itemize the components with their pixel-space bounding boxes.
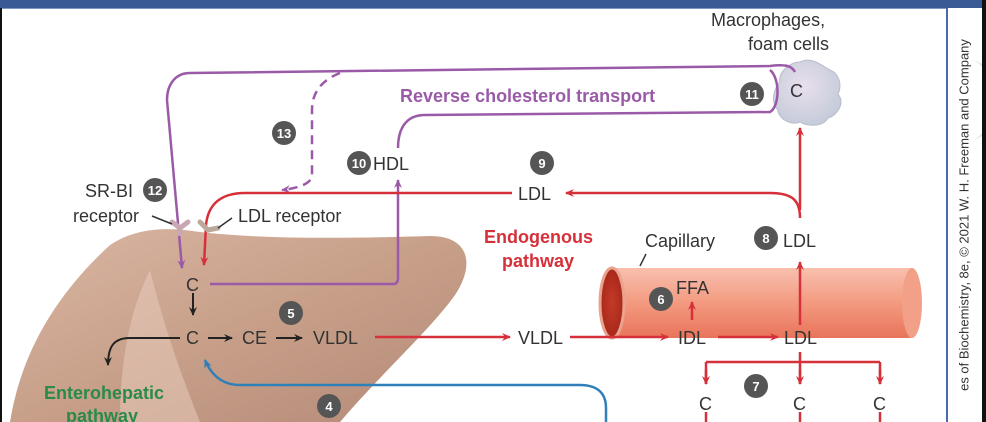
lipoprotein-diagram: C Reverse cholesterol transport Macropha…	[10, 10, 922, 422]
svg-text:13: 13	[277, 126, 291, 141]
ldl-receptor-icon	[197, 219, 221, 233]
copyright-credit: es of Biochemistry, 8e, © 2021 W. H. Fre…	[946, 8, 982, 422]
svg-text:5: 5	[287, 306, 294, 321]
credit-text: es of Biochemistry, 8e, © 2021 W. H. Fre…	[956, 39, 972, 391]
hdl-label: HDL	[373, 154, 409, 174]
svg-text:4: 4	[325, 399, 333, 414]
ldl-capillary-label: LDL	[784, 328, 817, 348]
svg-text:9: 9	[538, 156, 545, 171]
reverse-transport-label: Reverse cholesterol transport	[400, 86, 655, 106]
step-badge-10: 10	[347, 151, 371, 175]
hdl-up-arrow	[210, 180, 398, 286]
step-badge-13: 13	[272, 121, 296, 145]
endogenous-label: Endogenous	[484, 227, 593, 247]
svg-text:6: 6	[657, 292, 664, 307]
sr-bi-receptor-label: receptor	[73, 206, 139, 226]
macrophage-cell	[773, 59, 842, 126]
step-badge-4: 4	[317, 394, 341, 418]
foam-cells-label: foam cells	[748, 34, 829, 54]
enterohepatic-label: Enterohepatic	[44, 383, 164, 403]
svg-text:12: 12	[148, 183, 162, 198]
svg-text:10: 10	[352, 156, 366, 171]
step-badge-6: 6	[649, 287, 673, 311]
vldl-blood-label: VLDL	[518, 328, 563, 348]
reverse-transport-inner-loop	[396, 69, 779, 149]
sr-bi-label: SR-BI	[85, 181, 133, 201]
liver-c-label: C	[186, 328, 199, 348]
ffa-label: FFA	[676, 278, 709, 298]
idl-label: IDL	[678, 328, 706, 348]
tissue-c-3-label: C	[873, 394, 886, 414]
svg-text:7: 7	[752, 379, 759, 394]
endogenous-pathway-label: pathway	[502, 251, 574, 271]
sr-bi-pointer	[151, 215, 173, 225]
reverse-transport-outer-loop	[165, 64, 797, 269]
svg-text:11: 11	[745, 87, 759, 102]
liver-c-top-label: C	[186, 275, 199, 295]
step-badge-8: 8	[754, 226, 778, 250]
ce-label: CE	[242, 328, 267, 348]
enterohepatic-pathway-label: pathway	[66, 406, 138, 422]
ldl-receptor-pointer	[217, 217, 233, 229]
svg-text:8: 8	[762, 231, 769, 246]
macrophages-label: Macrophages,	[711, 10, 825, 30]
ldl-step9-label: LDL	[518, 184, 551, 204]
step-badge-5: 5	[279, 301, 303, 325]
ldl-receptor-label: LDL receptor	[238, 206, 341, 226]
window-top-bar	[0, 0, 986, 9]
sr-bi-receptor-icon	[169, 219, 191, 236]
tissue-c-1-label: C	[699, 394, 712, 414]
capillary-vessel	[598, 266, 922, 340]
ldl-to-tissues	[704, 352, 882, 384]
step-badge-9: 9	[530, 151, 554, 175]
exogenous-return-arrow	[203, 359, 608, 422]
enterohepatic-arrow	[104, 337, 180, 366]
capillary-label: Capillary	[645, 231, 715, 251]
ldl-step8-label: LDL	[783, 231, 816, 251]
frame-right-border	[982, 0, 986, 422]
capillary-pointer	[639, 253, 647, 267]
step-badge-11: 11	[740, 82, 764, 106]
frame-left-border	[0, 8, 2, 422]
ldl-return-to-liver	[565, 189, 802, 219]
step13-dashed-arrow	[281, 71, 341, 194]
tissue-c-2-label: C	[793, 394, 806, 414]
step-badge-12: 12	[143, 178, 167, 202]
liver-lobe-shading	[120, 270, 200, 422]
macrophage-cholesterol-label: C	[790, 81, 803, 101]
tissue-dashes	[704, 412, 882, 422]
step-badge-7: 7	[744, 374, 768, 398]
vldl-liver-label: VLDL	[313, 328, 358, 348]
